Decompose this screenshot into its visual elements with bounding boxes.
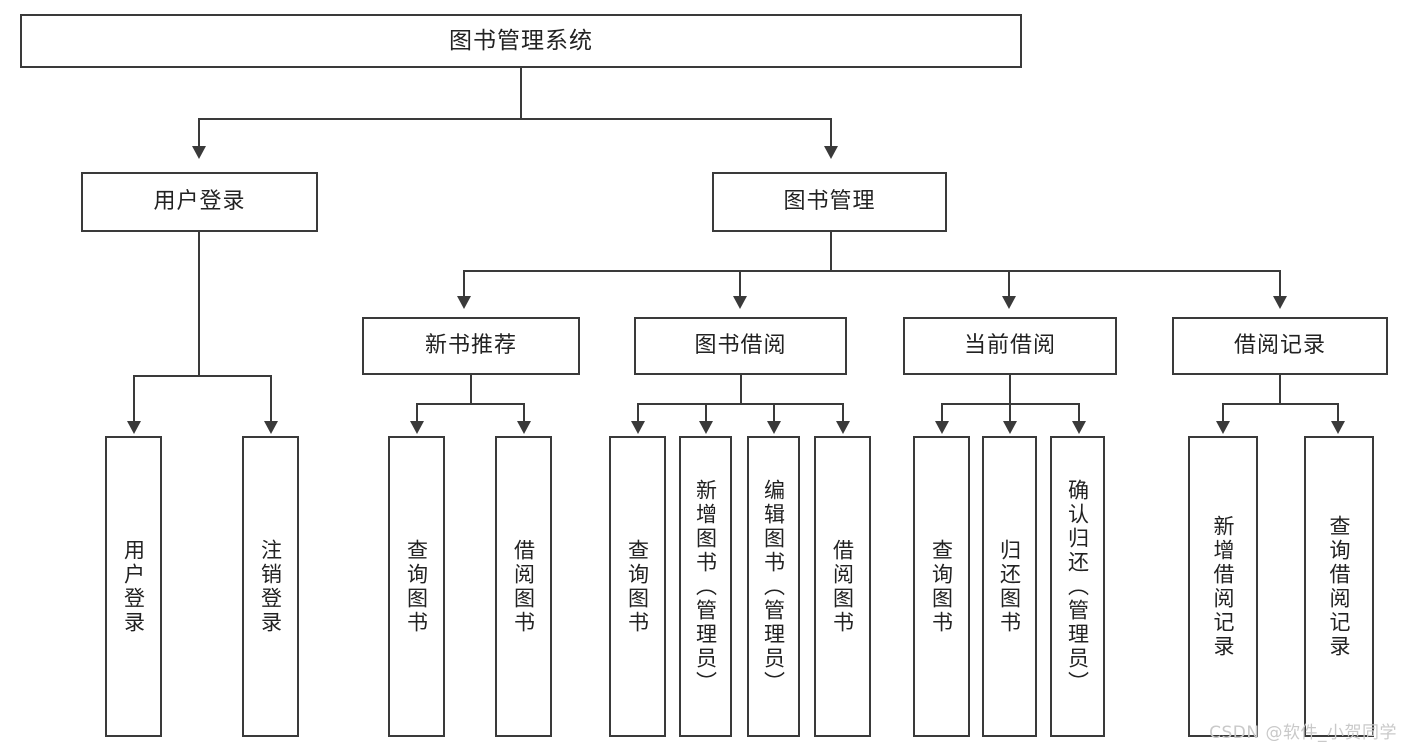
connector-manage-bar [463, 270, 1280, 272]
arrow-root-to-login [192, 146, 206, 159]
arrow-record-to-leaf-2 [1331, 421, 1345, 434]
leaf-recommend-query-book[interactable]: 查询图书 [388, 436, 445, 737]
node-label: 查询图书 [929, 538, 954, 635]
node-label: 注销登录 [258, 538, 283, 635]
node-label: 编辑图书（管理员） [761, 478, 786, 695]
node-label: 用户登录 [121, 538, 146, 635]
arrow-manage-to-l3-1 [457, 296, 471, 309]
leaf-recommend-borrow-book[interactable]: 借阅图书 [495, 436, 552, 737]
connector-login-to-leaf-2 [270, 375, 272, 423]
leaf-record-query-record[interactable]: 查询借阅记录 [1304, 436, 1374, 737]
node-label: 图书借阅 [694, 333, 787, 358]
arrow-borrow-to-leaf-3 [767, 421, 781, 434]
node-book-management[interactable]: 图书管理 [712, 172, 947, 232]
connector-record-bar [1222, 403, 1338, 405]
connector-current-to-leaf-1 [941, 403, 943, 423]
node-label: 图书管理系统 [449, 27, 593, 54]
connector-root-stem [520, 68, 522, 120]
connector-login-to-leaf-1 [133, 375, 135, 423]
csdn-watermark: CSDN @软件_小贺同学 [1209, 723, 1397, 743]
node-label: 新增借阅记录 [1211, 514, 1236, 659]
leaf-user-logout[interactable]: 注销登录 [242, 436, 299, 737]
connector-recommend-bar [416, 403, 524, 405]
connector-recommend-to-leaf-2 [523, 403, 525, 423]
node-book-borrow[interactable]: 图书借阅 [634, 317, 847, 375]
node-user-login[interactable]: 用户登录 [81, 172, 318, 232]
connector-root-to-login [198, 118, 200, 148]
connector-root-to-manage [830, 118, 832, 148]
node-label: 借阅图书 [511, 538, 536, 635]
connector-manage-to-l3-2 [739, 270, 741, 298]
arrow-login-to-leaf-1 [127, 421, 141, 434]
arrow-current-to-leaf-2 [1003, 421, 1017, 434]
node-label: 查询图书 [625, 538, 650, 635]
arrow-recommend-to-leaf-2 [517, 421, 531, 434]
leaf-current-query-book[interactable]: 查询图书 [913, 436, 970, 737]
node-label: 新书推荐 [424, 333, 517, 358]
leaf-current-confirm-return[interactable]: 确认归还（管理员） [1050, 436, 1105, 737]
leaf-borrow-query-book[interactable]: 查询图书 [609, 436, 666, 737]
connector-borrow-to-leaf-2 [705, 403, 707, 423]
leaf-record-add-record[interactable]: 新增借阅记录 [1188, 436, 1258, 737]
arrow-borrow-to-leaf-4 [836, 421, 850, 434]
node-label: 确认归还（管理员） [1065, 478, 1090, 695]
leaf-borrow-borrow-book[interactable]: 借阅图书 [814, 436, 871, 737]
arrow-borrow-to-leaf-1 [631, 421, 645, 434]
arrow-current-to-leaf-1 [935, 421, 949, 434]
node-label: 新增图书（管理员） [693, 478, 718, 695]
connector-login-stem [198, 232, 200, 377]
node-current-borrow[interactable]: 当前借阅 [903, 317, 1117, 375]
connector-manage-to-l3-3 [1008, 270, 1010, 298]
connector-manage-to-l3-1 [463, 270, 465, 298]
arrow-login-to-leaf-2 [264, 421, 278, 434]
arrow-borrow-to-leaf-2 [699, 421, 713, 434]
connector-recommend-to-leaf-1 [416, 403, 418, 423]
arrow-recommend-to-leaf-1 [410, 421, 424, 434]
connector-record-to-leaf-2 [1337, 403, 1339, 423]
arrow-manage-to-l3-4 [1273, 296, 1287, 309]
node-label: 用户登录 [153, 189, 246, 214]
connector-current-stem [1009, 375, 1011, 405]
node-label: 当前借阅 [963, 333, 1056, 358]
node-label: 查询图书 [404, 538, 429, 635]
connector-borrow-bar [637, 403, 844, 405]
node-label: 借阅图书 [830, 538, 855, 635]
connector-manage-to-l3-4 [1279, 270, 1281, 298]
arrow-manage-to-l3-2 [733, 296, 747, 309]
connector-borrow-to-leaf-3 [773, 403, 775, 423]
connector-current-to-leaf-3 [1078, 403, 1080, 423]
node-borrow-record[interactable]: 借阅记录 [1172, 317, 1388, 375]
leaf-borrow-edit-book[interactable]: 编辑图书（管理员） [747, 436, 800, 737]
node-label: 图书管理 [783, 189, 876, 214]
leaf-current-return-book[interactable]: 归还图书 [982, 436, 1037, 737]
leaf-borrow-add-book[interactable]: 新增图书（管理员） [679, 436, 732, 737]
connector-borrow-to-leaf-1 [637, 403, 639, 423]
connector-login-bar [133, 375, 271, 377]
leaf-user-login[interactable]: 用户登录 [105, 436, 162, 737]
arrow-root-to-manage [824, 146, 838, 159]
arrow-current-to-leaf-3 [1072, 421, 1086, 434]
connector-borrow-stem [740, 375, 742, 405]
connector-record-stem [1279, 375, 1281, 405]
arrow-record-to-leaf-1 [1216, 421, 1230, 434]
node-label: 归还图书 [997, 538, 1022, 635]
connector-root-bar [198, 118, 832, 120]
node-label: 借阅记录 [1233, 333, 1326, 358]
node-label: 查询借阅记录 [1327, 514, 1352, 659]
node-root-system[interactable]: 图书管理系统 [20, 14, 1022, 68]
arrow-manage-to-l3-3 [1002, 296, 1016, 309]
connector-manage-stem [830, 232, 832, 272]
connector-borrow-to-leaf-4 [842, 403, 844, 423]
connector-record-to-leaf-1 [1222, 403, 1224, 423]
node-new-book-recommend[interactable]: 新书推荐 [362, 317, 580, 375]
connector-recommend-stem [470, 375, 472, 405]
connector-current-to-leaf-2 [1009, 403, 1011, 423]
